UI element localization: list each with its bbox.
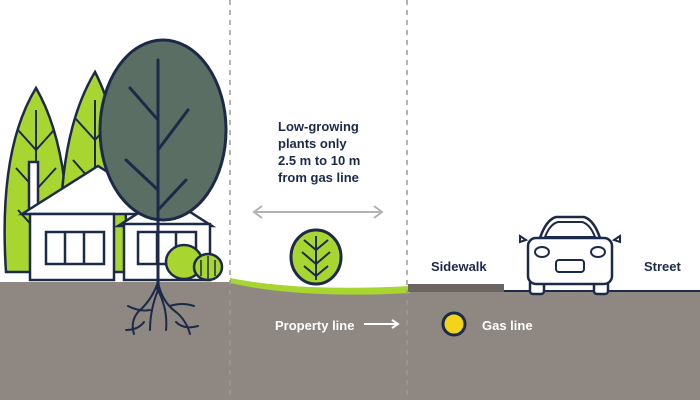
street-label: Street bbox=[644, 259, 681, 274]
tree-icon bbox=[98, 38, 228, 292]
planting-note-line: plants only bbox=[278, 136, 347, 151]
planting-note: Low-growing plants only 2.5 m to 10 m fr… bbox=[278, 118, 398, 186]
property-line-label: Property line bbox=[275, 318, 355, 333]
roots-icon bbox=[125, 281, 199, 335]
sidewalk-slab bbox=[408, 284, 504, 292]
grass-strip bbox=[230, 278, 410, 295]
sidewalk-label: Sidewalk bbox=[431, 259, 487, 274]
planting-note-line: 2.5 m to 10 m bbox=[278, 153, 361, 168]
shrub-icon bbox=[289, 228, 343, 286]
ground bbox=[0, 282, 700, 400]
planting-note-line: from gas line bbox=[278, 170, 359, 185]
planting-note-line: Low-growing bbox=[278, 119, 359, 134]
car-icon bbox=[519, 215, 621, 296]
double-arrow-icon bbox=[252, 205, 384, 219]
shrub-icon bbox=[192, 252, 224, 282]
arrow-right-icon bbox=[364, 319, 400, 329]
gas-line-label: Gas line bbox=[482, 318, 533, 333]
gas-pipe-icon bbox=[441, 311, 467, 337]
